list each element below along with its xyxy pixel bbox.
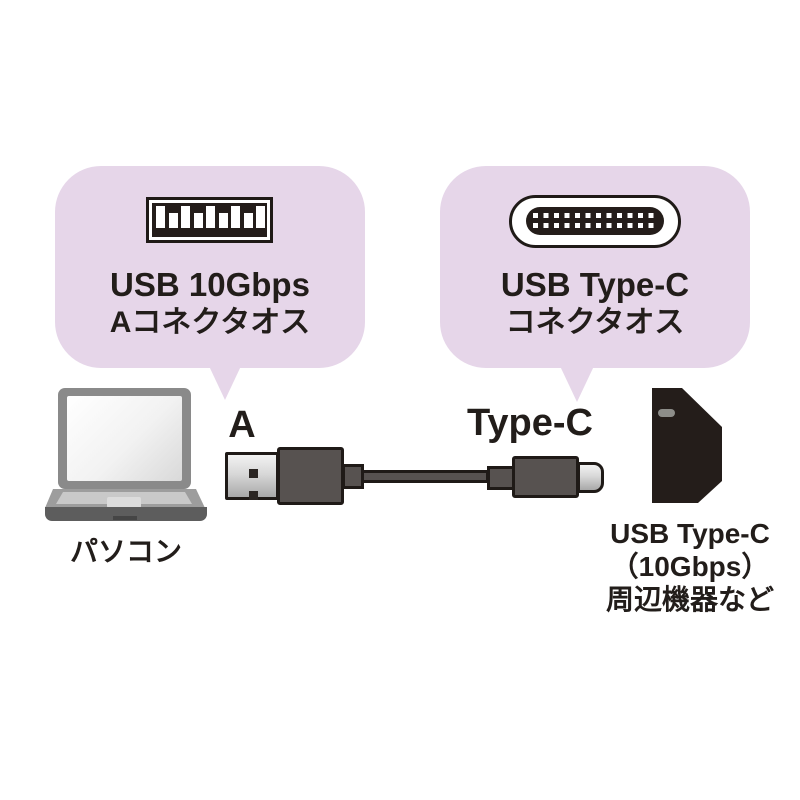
laptop-base (45, 507, 207, 521)
plug-a-label: A (228, 404, 256, 446)
callout-usb-a: USB 10Gbps Aコネクタオス (55, 166, 365, 400)
peripheral-label-line1: USB Type-C (610, 518, 770, 549)
computer-label: パソコン (69, 536, 182, 567)
peripheral-label-line2: （10Gbps） (610, 551, 770, 582)
usb-a-plug-metal (225, 452, 279, 500)
usb-c-pins (526, 207, 664, 235)
cable-strain-relief-c (487, 466, 515, 490)
usb-a-plug-body (277, 447, 344, 505)
usb-c-plug-body (512, 456, 579, 498)
usb-a-pins (152, 203, 267, 237)
peripheral-port (658, 409, 675, 417)
usb-a-connector-icon (146, 197, 273, 243)
laptop-screen (67, 396, 182, 481)
peripheral-label: USB Type-C （10Gbps） 周辺機器など (590, 517, 790, 616)
usb-type-c-connector-icon (509, 195, 681, 248)
callout-usb-a-text: USB 10Gbps Aコネクタオス (55, 265, 365, 341)
peripheral-label-line3: 周辺機器など (605, 584, 774, 615)
usb-a-connector-label: Aコネクタオス (109, 306, 311, 339)
callout-tail (560, 366, 594, 402)
laptop-illustration (45, 386, 207, 526)
usb-a-plug-hole (249, 491, 258, 500)
peripheral-device-illustration (652, 388, 722, 503)
laptop-touchpad (107, 497, 141, 508)
usb-c-connector-label: コネクタオス (505, 306, 685, 339)
cable-strain-relief-a (342, 464, 364, 489)
usb-a-spec-label: USB 10Gbps (110, 266, 310, 303)
plug-c-label: Type-C (467, 402, 593, 444)
usb-cable-illustration (225, 447, 605, 505)
usb-a-plug-hole (249, 469, 258, 478)
laptop-latch (113, 516, 137, 520)
callout-tail (209, 366, 241, 400)
cable-wire (361, 470, 489, 483)
callout-usb-c: USB Type-C コネクタオス (440, 166, 750, 402)
usb-c-spec-label: USB Type-C (500, 266, 690, 303)
callout-usb-c-text: USB Type-C コネクタオス (440, 265, 750, 341)
usb-c-plug-metal (577, 462, 604, 493)
